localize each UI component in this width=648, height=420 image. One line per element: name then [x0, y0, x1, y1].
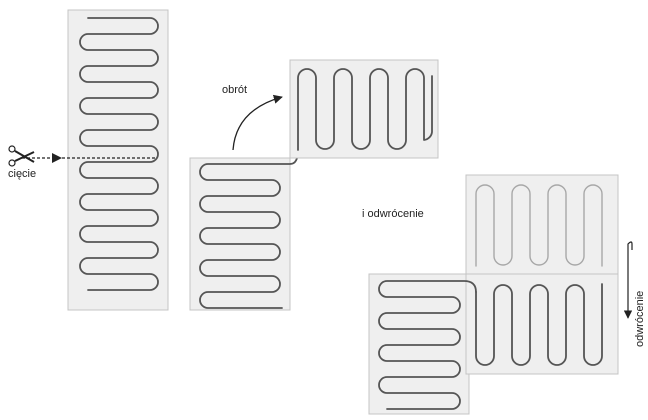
flip-arrow — [623, 241, 633, 319]
rotate-arrow — [232, 94, 283, 151]
cut-label: cięcie — [8, 168, 36, 180]
mat-rotate-top-panel — [289, 59, 439, 159]
rotate-label: obrót — [222, 84, 247, 96]
mat-original — [67, 9, 169, 311]
mat-flip-top-panel — [465, 273, 619, 375]
mat-step-flip: i odwrócenie odwrócenie — [362, 174, 646, 415]
cut-indicator: cięcie — [8, 145, 155, 180]
flip-label: odwrócenie — [634, 291, 646, 347]
mat-flip-top-wire — [475, 283, 603, 366]
mat-flip-ghost-panel — [465, 174, 619, 276]
and-flip-label: i odwrócenie — [362, 208, 424, 220]
scissors-icon — [8, 145, 35, 167]
mat-rotate-top-wire — [297, 68, 433, 151]
mat-flip-ghost-wire — [475, 184, 603, 267]
mat-rotate-bottom-panel — [189, 157, 291, 311]
mat-flip-bottom-wire — [378, 280, 477, 410]
mat-step-rotate: obrót — [189, 59, 439, 311]
cut-arrow — [52, 153, 62, 163]
mat-rotate-bottom-wire — [199, 149, 299, 309]
mat-original-panel — [67, 9, 169, 311]
mat-original-wire — [79, 17, 159, 291]
